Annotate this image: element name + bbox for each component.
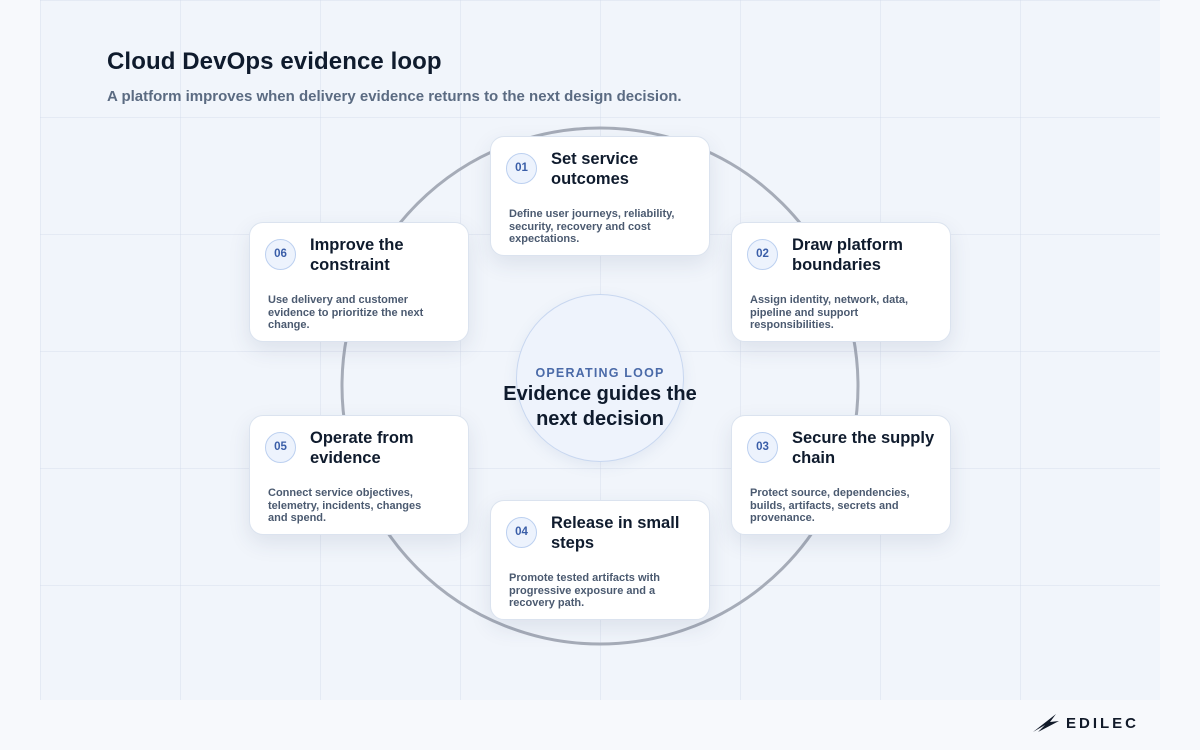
step-card-04[interactable]: 04 Release in small steps Promote tested…	[490, 500, 710, 620]
step-card-01[interactable]: 01 Set service outcomes Define user jour…	[490, 136, 710, 256]
center-eyebrow: OPERATING LOOP	[535, 366, 665, 380]
step-number-badge: 04	[506, 517, 537, 548]
step-number-badge: 02	[747, 239, 778, 270]
center-heading: Evidence guides the next decision	[503, 383, 697, 430]
step-number-badge: 03	[747, 432, 778, 463]
step-description: Connect service objectives, telemetry, i…	[268, 487, 422, 524]
step-description: Promote tested artifacts with progressiv…	[509, 572, 660, 609]
step-description: Define user journeys, reliability, secur…	[509, 208, 675, 245]
step-card-06[interactable]: 06 Improve the constraint Use delivery a…	[249, 222, 469, 342]
step-number-badge: 01	[506, 153, 537, 184]
step-title: Improve the constraint	[310, 236, 404, 274]
brand-name: EDILEC	[1066, 714, 1140, 732]
step-card-02[interactable]: 02 Draw platform boundaries Assign ident…	[731, 222, 951, 342]
brand-logo: EDILEC	[1032, 711, 1139, 735]
step-title: Draw platform boundaries	[792, 236, 903, 274]
step-number-badge: 05	[265, 432, 296, 463]
page-title: Cloud DevOps evidence loop	[107, 48, 442, 75]
step-card-05[interactable]: 05 Operate from evidence Connect service…	[249, 415, 469, 535]
step-description: Protect source, dependencies, builds, ar…	[750, 487, 910, 524]
step-title: Secure the supply chain	[792, 429, 935, 467]
step-title: Release in small steps	[551, 514, 680, 552]
step-number-badge: 06	[265, 239, 296, 270]
step-description: Use delivery and customer evidence to pr…	[268, 294, 424, 331]
edilec-logo-icon	[1033, 714, 1059, 732]
step-card-03[interactable]: 03 Secure the supply chain Protect sourc…	[731, 415, 951, 535]
step-title: Operate from evidence	[310, 429, 414, 467]
step-description: Assign identity, network, data, pipeline…	[750, 294, 909, 331]
page-subtitle: A platform improves when delivery eviden…	[107, 88, 682, 105]
center-circle	[516, 294, 684, 462]
step-title: Set service outcomes	[551, 150, 639, 188]
